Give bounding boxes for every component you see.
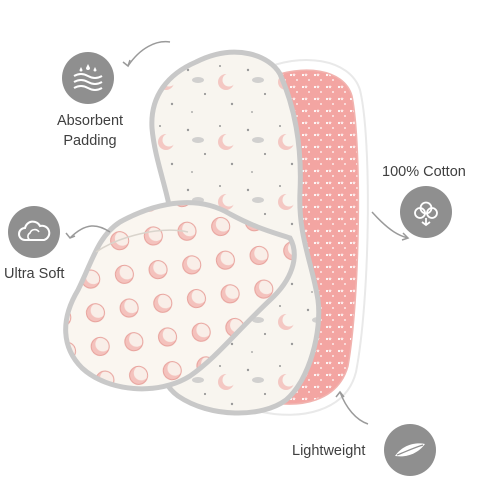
connector-arrows [65, 40, 410, 425]
absorbent-label-line2: Padding [63, 133, 117, 149]
folded-moon-burp-cloth [63, 200, 297, 392]
arrow-lightweight [339, 391, 369, 425]
absorbent-padding-icon [62, 52, 114, 104]
feather-icon [384, 424, 436, 476]
droplets-layers-icon [73, 64, 103, 91]
soft-cloud-icon [18, 220, 51, 241]
arrow-soft [69, 225, 111, 239]
soft-label: Ultra Soft [4, 266, 65, 282]
cotton-label: 100% Cotton [382, 164, 466, 180]
arrow-absorbent [127, 40, 171, 67]
lightweight-label: Lightweight [292, 443, 366, 459]
cotton-icon [414, 201, 438, 227]
absorbent-label: Absorbent Padding [50, 111, 130, 151]
cotton-boll-icon [400, 186, 452, 238]
lightweight-feather-icon [395, 443, 425, 457]
cloud-icon [8, 206, 60, 258]
arrow-cotton [371, 211, 409, 239]
absorbent-label-line1: Absorbent [56, 113, 124, 129]
